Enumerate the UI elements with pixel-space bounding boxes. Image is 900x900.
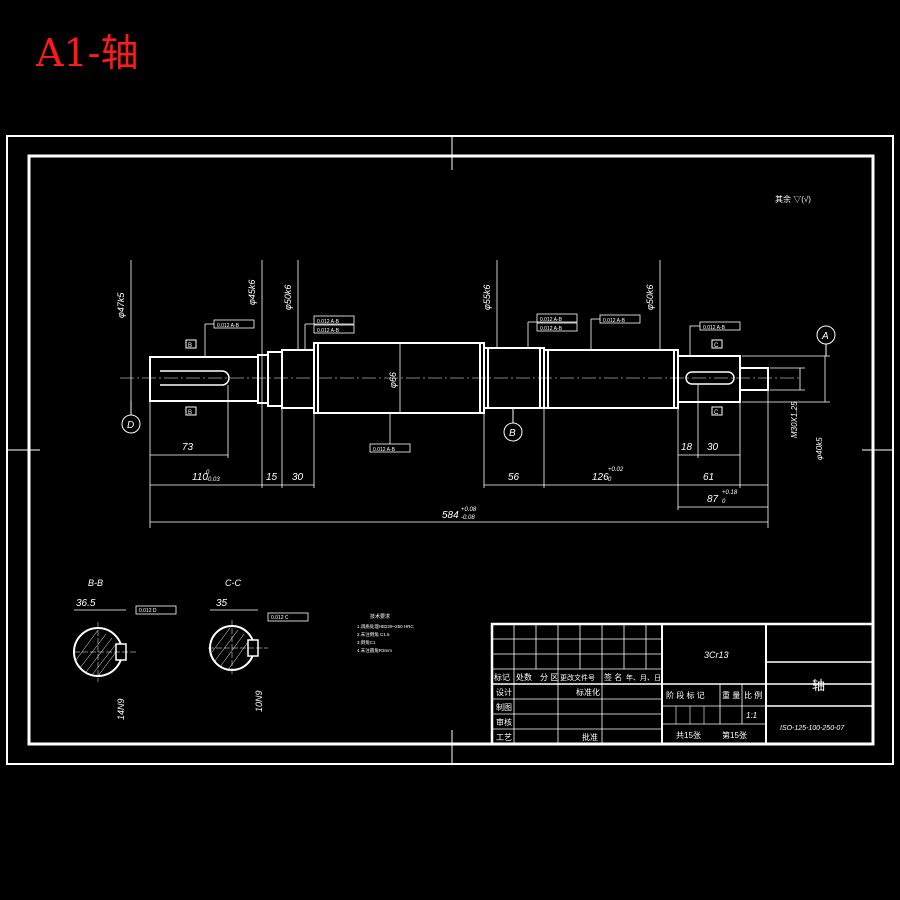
dim-total-tol-up: +0.08: [461, 507, 477, 513]
inner-frame: [27, 154, 875, 746]
dim-d7: 18: [681, 442, 693, 453]
datum-symbols: [121, 325, 836, 442]
outer-frame: [6, 135, 894, 765]
dim-total: 584: [442, 510, 459, 521]
tb-header-3: 分 区: [540, 673, 558, 682]
center-marks: [7, 136, 893, 764]
tb-header-4: 更改文件号: [560, 673, 595, 682]
gdt-1: 0.012 A-B: [217, 323, 240, 329]
dim-v5: φ50k6: [645, 285, 655, 310]
roughness-note: 其余 ▽(√): [775, 194, 811, 204]
title-block-grid: [490, 622, 875, 746]
gdt-4: 0.012 A-B: [540, 317, 563, 323]
section-cc-label: C-C: [225, 578, 241, 588]
tb-approve: 批准: [582, 732, 598, 742]
tb-row-check: 审核: [496, 717, 512, 727]
gdt-3: 0.012 A-B: [317, 328, 340, 334]
datum-b: B: [509, 428, 516, 439]
dim-d10-tol-dn: 0: [722, 499, 726, 505]
dim-d6-tol-dn: 0: [608, 477, 612, 483]
section-bb-label: B-B: [88, 578, 103, 588]
section-bb-hatch: [75, 629, 117, 677]
dim-d2: 110: [192, 472, 208, 483]
dim-d10: 87: [707, 494, 719, 505]
dim-d9: 61: [703, 472, 714, 483]
tb-standardize: 标准化: [576, 687, 600, 697]
dim-d8: 30: [707, 442, 719, 453]
dim-d5: 56: [508, 472, 520, 483]
tb-header-6: 年、月、日: [626, 673, 661, 682]
keyway-left: [160, 370, 230, 386]
dim-d2-tol-up: 0: [206, 470, 210, 476]
drawing-number: ISO-125-100-250-07: [780, 725, 845, 732]
note-line-4: 4.未注圆角R3mm: [357, 647, 392, 654]
section-cc-hatch: [211, 627, 249, 671]
dim-v7: φ40k5: [815, 437, 824, 460]
dim-cc-depth: 10N9: [254, 690, 264, 712]
tb-weight: 重 量: [722, 690, 740, 700]
drawing-title: A1-轴: [36, 31, 139, 75]
dim-total-tol-dn: -0.08: [461, 515, 475, 521]
dim-dia66: φ66: [388, 372, 398, 388]
tb-stage: 阶 段 标 记: [666, 690, 705, 700]
section-mark-b1: B: [188, 343, 192, 349]
dim-v6: M30X1.25: [790, 401, 799, 438]
length-dims: [149, 384, 769, 528]
tb-row-process: 工艺: [496, 733, 512, 742]
section-mark-c1: C: [714, 343, 719, 349]
tb-row-draw: 制图: [496, 702, 512, 712]
gdt-5: 0.012 A-B: [540, 326, 563, 332]
tb-scale-h: 比 例: [744, 690, 762, 700]
note-line-3: 3.倒角C1: [357, 639, 376, 646]
gdt-2: 0.012 A-B: [317, 319, 340, 325]
dim-bb-width: 36.5: [76, 598, 96, 609]
gdt-cc: 0.012 C: [271, 615, 289, 621]
tb-sheet-no: 第15张: [722, 730, 747, 740]
dim-v4: φ55k6: [482, 285, 492, 310]
datum-d: D: [127, 420, 134, 431]
gdt-7: 0.012 A-B: [703, 325, 726, 331]
gdt-bb: 0.012 D: [139, 608, 157, 614]
diameter-dims: [130, 260, 830, 413]
dim-d6: 126: [592, 472, 609, 483]
tb-header-5: 签 名: [604, 672, 622, 682]
section-mark-b2: B: [188, 410, 192, 416]
dim-cc-width: 35: [216, 598, 228, 609]
dim-v3: φ50k6: [283, 285, 293, 310]
dim-d1: 73: [182, 442, 194, 453]
section-bb: [73, 605, 177, 682]
dim-v1: φ47k5: [116, 292, 126, 318]
notes-title: 技术要求: [370, 613, 390, 620]
tb-row-design: 设计: [496, 687, 512, 697]
note-line-2: 2.未注倒角 C1.5: [357, 631, 390, 638]
keyway-right: [685, 371, 735, 385]
dim-bb-depth: 14N9: [116, 698, 126, 720]
tb-header-2: 处数: [516, 672, 532, 682]
part-name: 轴: [812, 678, 825, 693]
note-line-1: 1.调质处理HB229~250 HRC: [357, 623, 414, 630]
tb-scale: 1:1: [746, 711, 757, 720]
material: 3Cr13: [704, 650, 729, 660]
dim-d6-tol-up: +0.02: [608, 467, 624, 473]
section-mark-c2: C: [714, 410, 719, 416]
dim-d2-tol: -0.03: [206, 477, 220, 483]
gdt-8: 0.012 A-B: [373, 447, 396, 453]
gdt-6: 0.012 A-B: [603, 318, 626, 324]
tb-sheets: 共15张: [676, 731, 701, 740]
dim-d4: 30: [292, 472, 304, 483]
datum-a: A: [821, 331, 829, 342]
dim-d10-tol-up: +0.18: [722, 490, 738, 496]
tb-header-1: 标记: [494, 672, 510, 682]
dim-d3: 15: [266, 472, 278, 483]
section-cc: [208, 609, 309, 676]
gdt-frames: [204, 313, 741, 453]
dim-v2: φ45k6: [247, 280, 257, 305]
